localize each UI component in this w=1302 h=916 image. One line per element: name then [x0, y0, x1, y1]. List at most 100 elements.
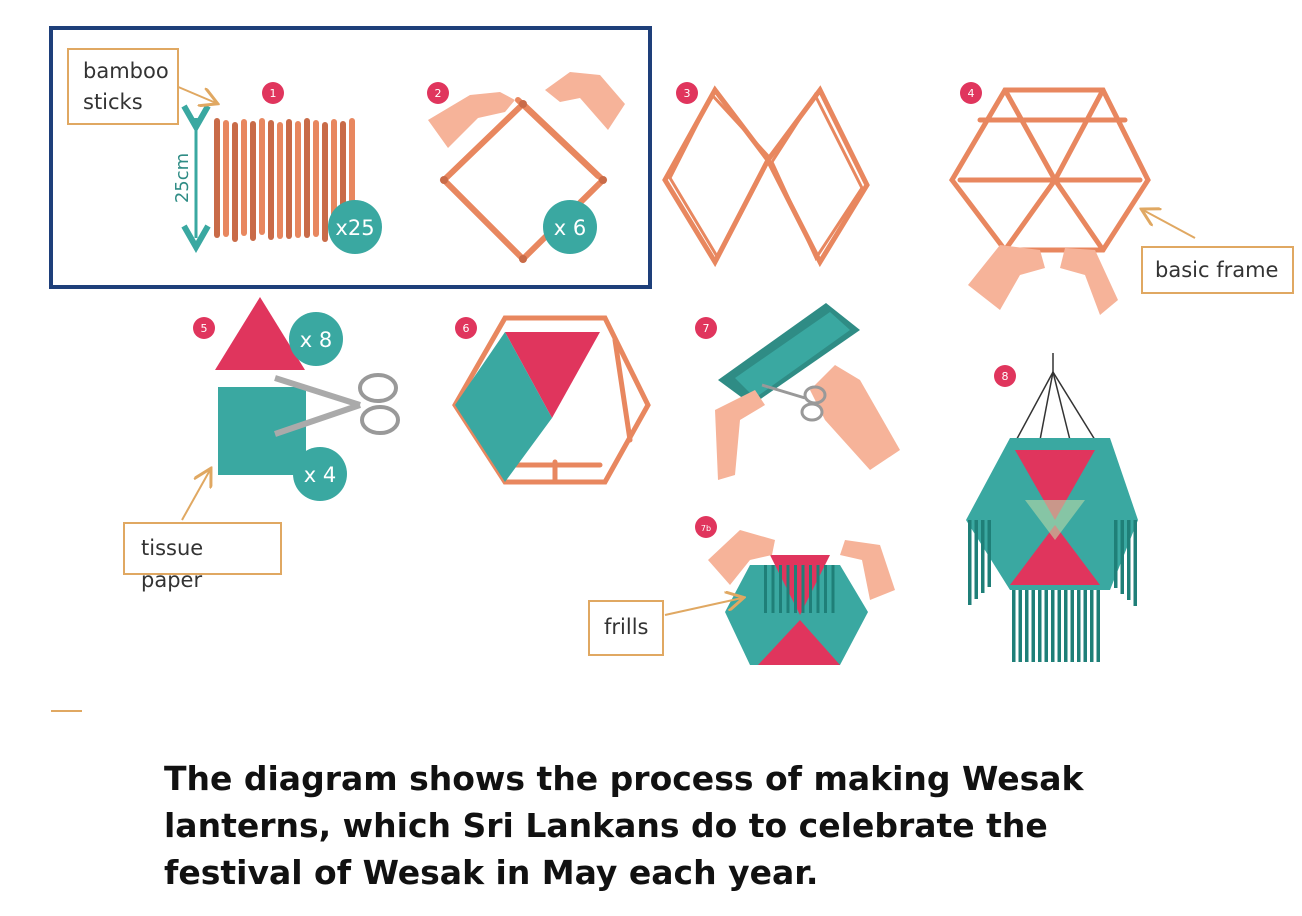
hand-left: [428, 92, 515, 148]
pink-panel: [505, 332, 600, 418]
hand-right: [1060, 248, 1118, 315]
bamboo-stick: [286, 119, 292, 239]
step-number-badge: [695, 317, 717, 339]
diagram-caption: The diagram shows the process of making …: [164, 759, 1084, 892]
step-number-badge: [427, 82, 449, 104]
frill-strip: [1127, 520, 1131, 600]
frill-strip: [779, 565, 782, 613]
step-number: 7: [703, 322, 710, 335]
multiplier-text: x 8: [300, 328, 332, 352]
multiplier-badge: [543, 200, 597, 254]
frill-strip: [794, 565, 797, 613]
frill-strip: [1064, 590, 1068, 662]
frill-strip: [1044, 590, 1048, 662]
frill-strip: [801, 565, 805, 613]
frill-strip: [987, 520, 991, 587]
step-number: 6: [463, 322, 470, 335]
label-line: bamboo: [83, 59, 169, 83]
step-number: 5: [201, 322, 208, 335]
label-line: sticks: [83, 90, 143, 114]
frill-strip: [831, 565, 835, 613]
step-number-badge: [262, 82, 284, 104]
teal-panel: [455, 332, 552, 482]
bamboo-stick: [241, 119, 247, 236]
step-number-badge: [960, 82, 982, 104]
bamboo-stick: [259, 118, 265, 235]
frill-strips: [764, 565, 835, 613]
scissors-icon: [274, 373, 400, 437]
pink-triangle: [215, 297, 305, 370]
step-number-badge: [193, 317, 215, 339]
step-8-illustration: [966, 353, 1138, 662]
multiplier-text: x25: [335, 216, 374, 240]
step-1-illustration: x25 25cm: [172, 85, 382, 254]
frill-strip: [1012, 590, 1016, 662]
bamboo-stick: [277, 122, 283, 239]
frill-strip: [981, 520, 985, 593]
bamboo-stick: [322, 122, 328, 242]
multiplier-badge: [293, 447, 347, 501]
frill-strip: [786, 565, 790, 613]
hand-left: [968, 245, 1045, 310]
frill-strip: [1018, 590, 1022, 662]
step-number: 2: [435, 87, 442, 100]
frill-strip: [968, 520, 972, 605]
bamboo-stick: [331, 119, 337, 236]
hand-left: [708, 530, 775, 585]
frills-label: frills: [588, 600, 664, 656]
bamboo-sticks-label: bamboo sticks: [67, 48, 179, 125]
frill-strip: [1025, 590, 1029, 662]
pink-panel: [758, 620, 840, 665]
basic-frame-label: basic frame: [1141, 246, 1294, 294]
frill-strip: [1070, 590, 1074, 662]
pink-panel: [1015, 450, 1095, 520]
frill-strip: [1120, 520, 1124, 594]
frill-strip: [1038, 590, 1042, 662]
frill-strip: [1090, 590, 1094, 662]
step-7-illustration: [715, 303, 900, 480]
step-number: 1: [270, 87, 277, 100]
step-number: 4: [968, 87, 975, 100]
bamboo-stick: [313, 120, 319, 237]
step-number-badge: [676, 82, 698, 104]
step-4-illustration: [948, 87, 1196, 315]
bamboo-stick: [214, 118, 220, 238]
multiplier-text: x 4: [304, 463, 336, 487]
frill-strip: [809, 565, 812, 613]
frill-strip: [771, 565, 775, 613]
hand-right: [810, 365, 900, 470]
step-number-badge: [455, 317, 477, 339]
frill-strip: [1057, 590, 1061, 662]
step-6-illustration: [452, 315, 651, 485]
step-7b-illustration: [664, 530, 895, 665]
frill-strip: [1031, 590, 1035, 662]
frill-strip: [1114, 520, 1118, 588]
scissors-icon: [761, 383, 827, 422]
step-number: 3: [684, 87, 691, 100]
multiplier-badge: [328, 200, 382, 254]
multiplier-text: x 6: [554, 216, 586, 240]
step-3-illustration: [662, 85, 870, 268]
bamboo-stick: [304, 118, 310, 238]
frill-strip: [974, 520, 978, 599]
hand-right: [545, 72, 625, 130]
step-2-illustration: x 6: [428, 72, 625, 264]
frill-strip: [824, 565, 827, 613]
hand-left: [715, 390, 765, 480]
hand-right: [840, 540, 895, 600]
bamboo-stick: [268, 120, 274, 240]
step-number: 8: [1002, 370, 1009, 383]
frill-strip: [1083, 590, 1087, 662]
highlight-frame: [49, 26, 652, 289]
pink-panel: [1010, 525, 1100, 585]
frill-strip: [1077, 590, 1081, 662]
frill-strip: [764, 565, 767, 613]
step-5-illustration: x 8 x 4: [181, 297, 400, 521]
step-number-badge: [994, 365, 1016, 387]
bamboo-stick: [295, 121, 301, 238]
frill-strip: [1133, 520, 1137, 606]
frill-strip: [1096, 590, 1100, 662]
stick-length-label: 25cm: [172, 153, 193, 203]
frill-strip: [816, 565, 820, 613]
